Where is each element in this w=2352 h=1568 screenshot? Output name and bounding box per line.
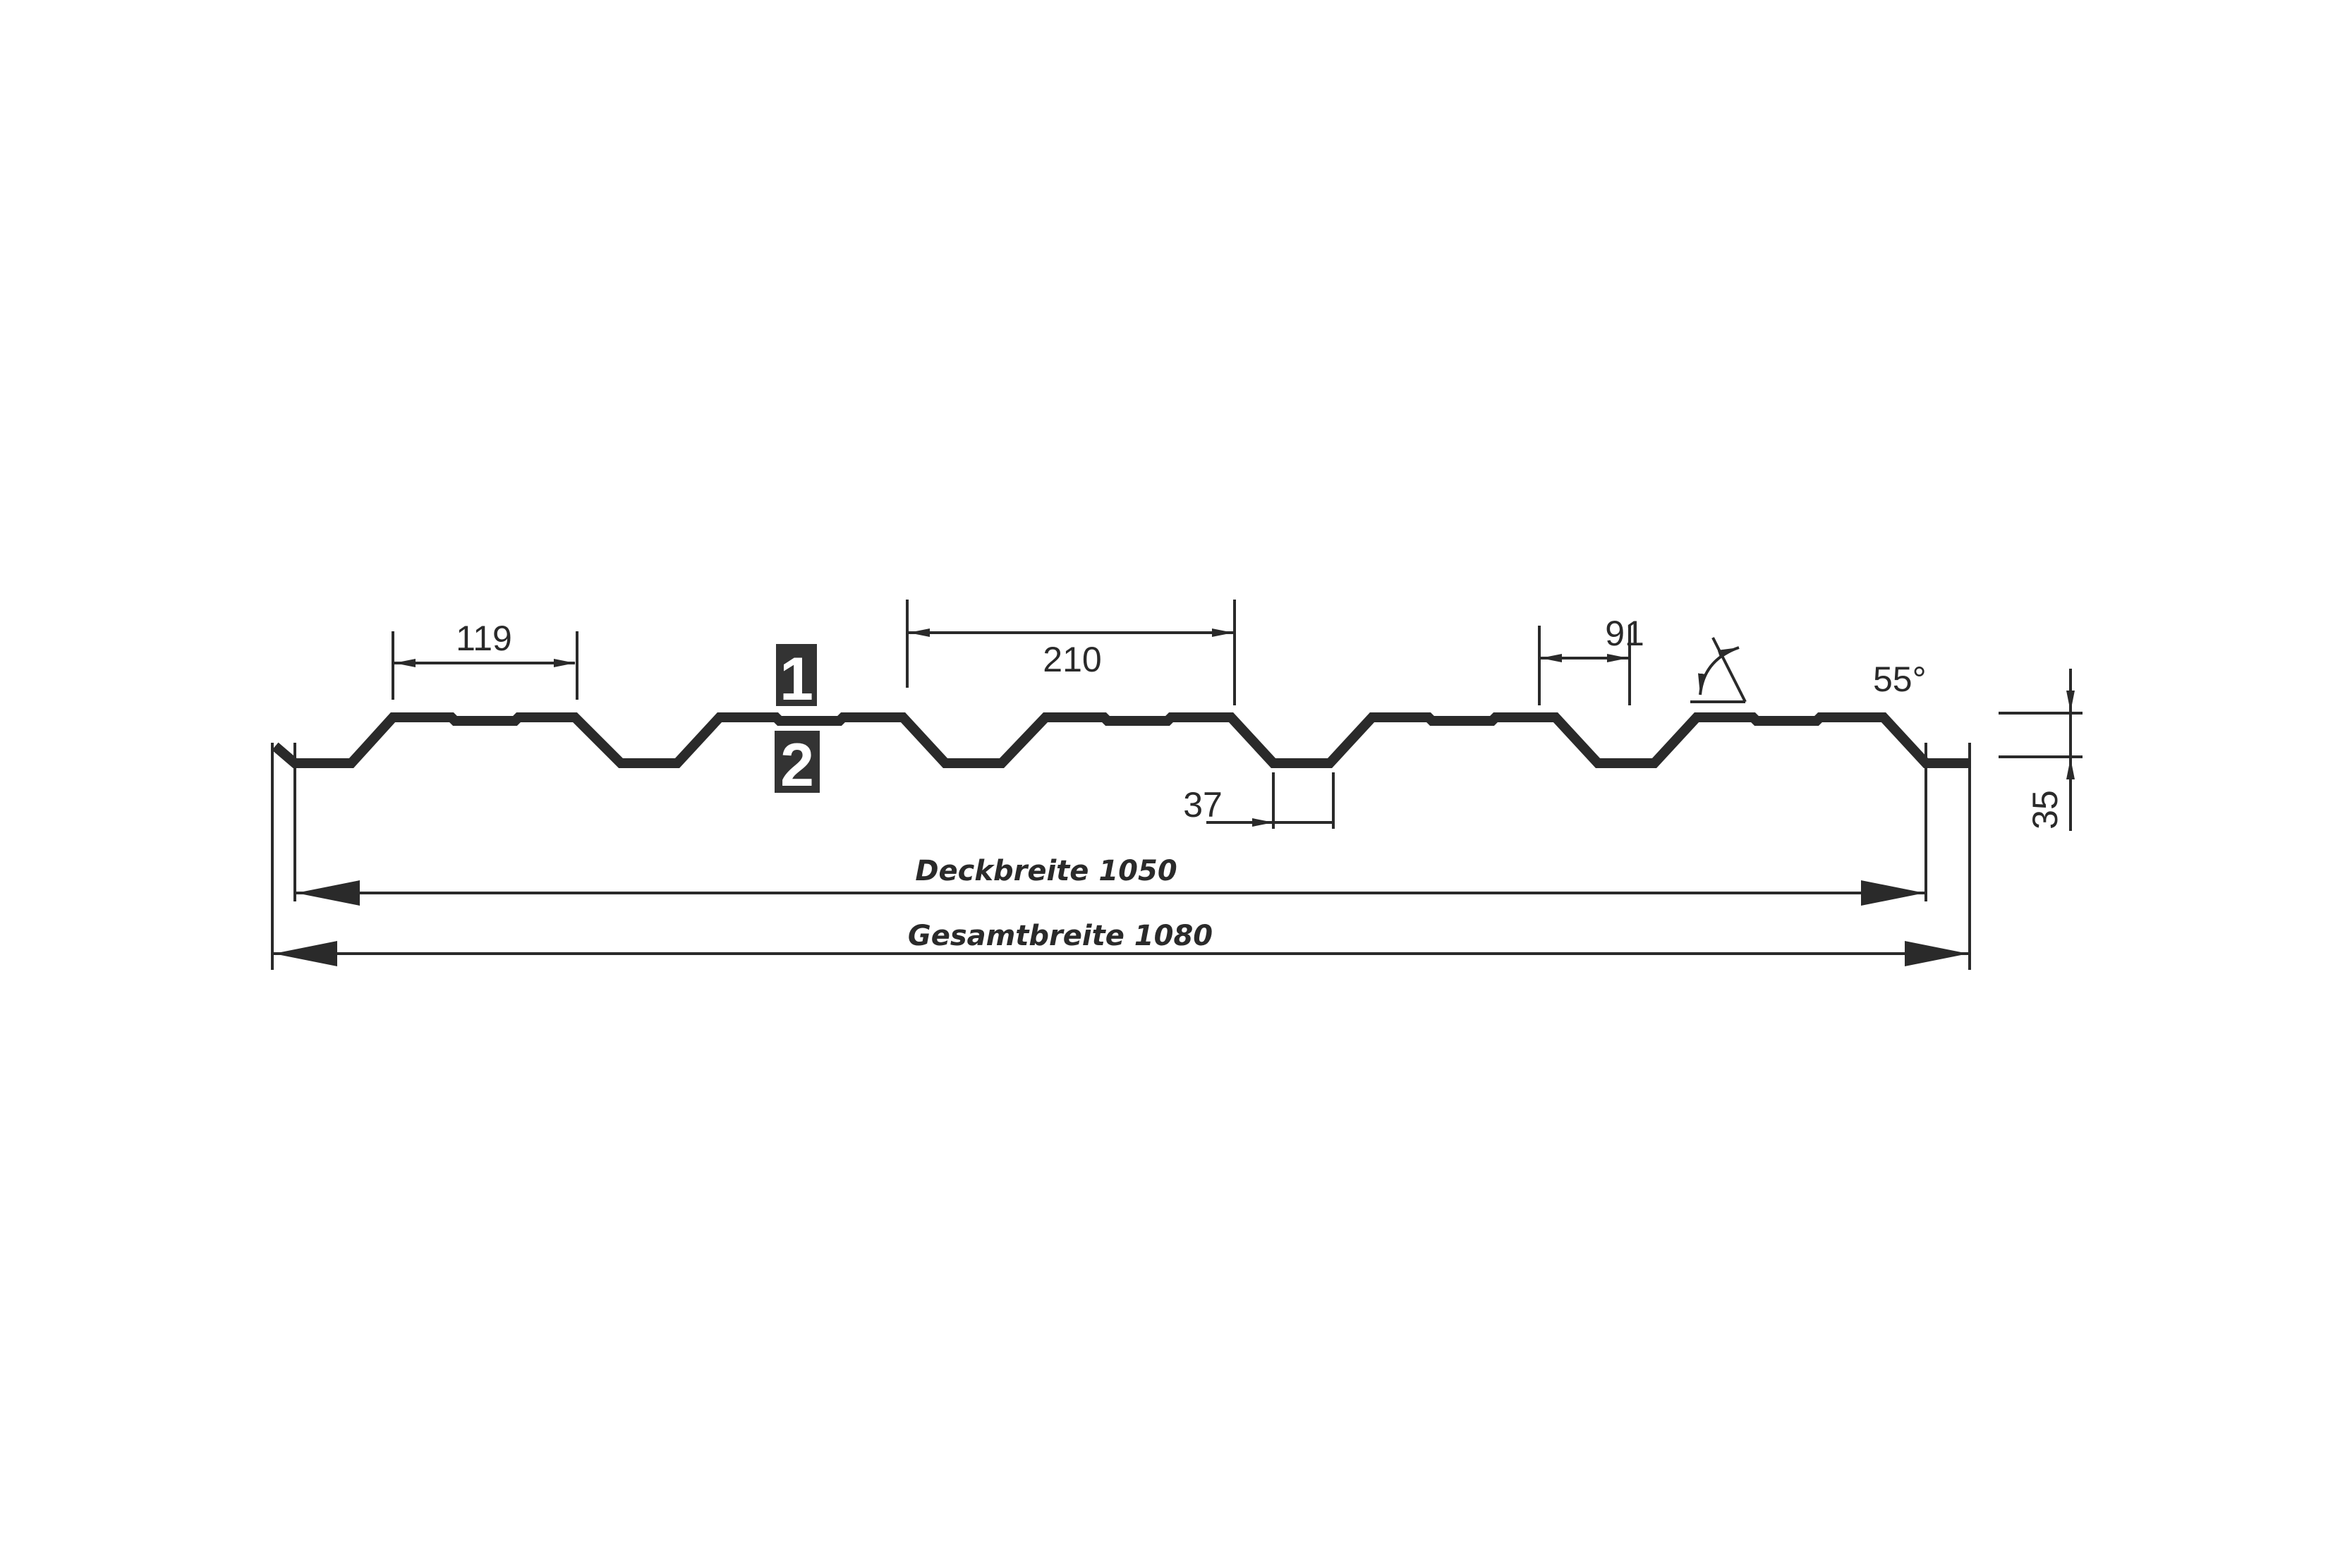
angle-text: 55° (1873, 660, 1927, 699)
profile-line (272, 712, 1970, 768)
dim-37-text: 37 (1183, 785, 1223, 825)
angle-indicator (1690, 637, 1747, 703)
dim-35-text: 35 (2025, 790, 2065, 829)
badge-2: 2 (775, 731, 820, 799)
badge-1: 1 (776, 644, 817, 713)
extension-lines (271, 600, 2083, 970)
dim-91-text: 91 (1605, 614, 1644, 653)
cover-width-label: Deckbreite 1050 (915, 855, 1177, 887)
dim-210-text: 210 (1043, 640, 1101, 679)
dimension-lines (274, 628, 2075, 966)
dim-119-text: 119 (456, 619, 512, 658)
svg-text:2: 2 (780, 731, 814, 799)
svg-text:1: 1 (780, 645, 813, 713)
total-width-label: Gesamtbreite 1080 (908, 920, 1213, 952)
